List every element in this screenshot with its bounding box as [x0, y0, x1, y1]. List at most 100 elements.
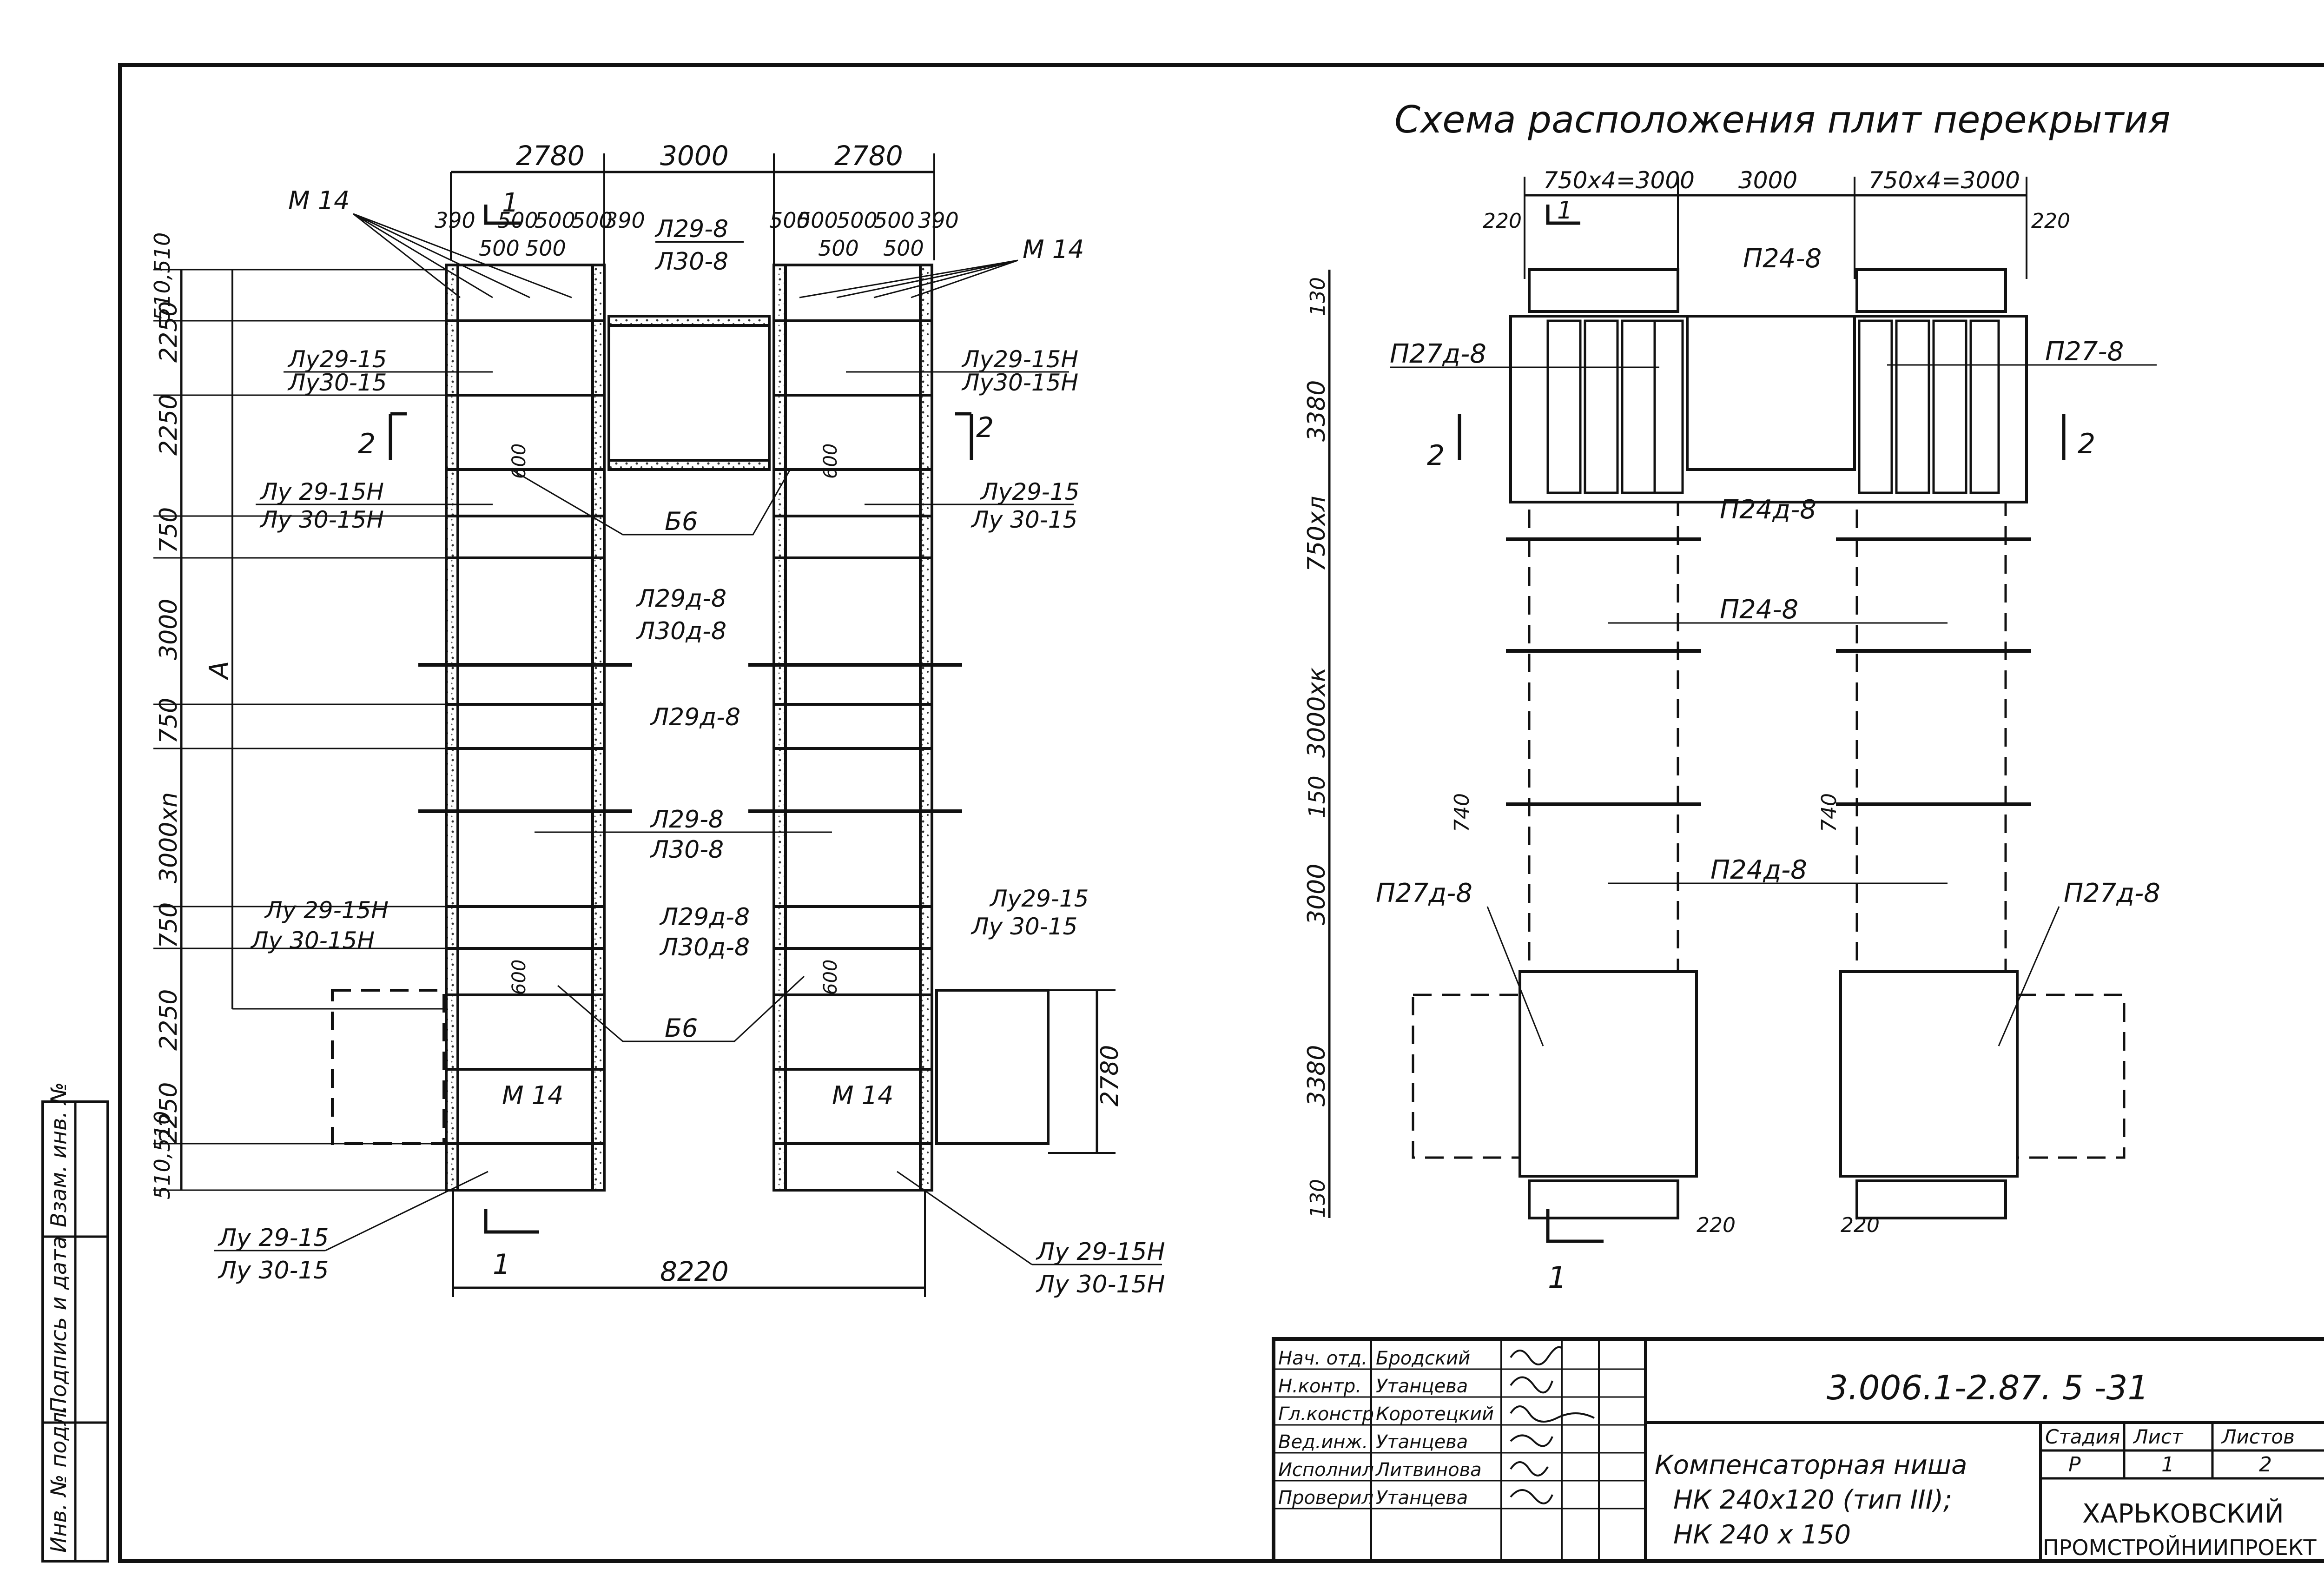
label-b6-bottom: Б6: [665, 1013, 698, 1043]
stamp-title-2: НК 240x120 (тип III);: [1673, 1485, 1952, 1515]
label-m14-left-bottom: M 14: [502, 1081, 563, 1110]
rp-dim-side-2: 3380: [1303, 380, 1331, 442]
rp-dim-top-2: 3000: [1738, 167, 1797, 194]
label-p29d8-2: Л29д-8: [650, 703, 740, 731]
left-dim-side-6: 750: [155, 698, 183, 744]
side-cell-replace: Взам. инв. №: [46, 1082, 71, 1227]
rp-label-p27d8-bl: П27д-8: [1376, 878, 1472, 908]
stamp-stage: Р: [2068, 1453, 2081, 1477]
stamp-role-6: Проверил: [1278, 1487, 1373, 1509]
side-cell-inv: Инв. № подл.: [46, 1405, 71, 1553]
side-cell-sign: Подпись и дата: [46, 1236, 71, 1413]
left-dim-top-2: 3000: [660, 140, 729, 172]
right-subdim-3: 500: [837, 208, 878, 233]
stamp-sheet-header: Лист: [2133, 1425, 2184, 1448]
stamp-name-2: Утанцева: [1376, 1376, 1468, 1397]
label-p298-mid: Л29-8: [650, 806, 724, 834]
right-subdim-in-2: 500: [883, 236, 924, 261]
rp-dim-220-bl: 220: [1697, 1213, 1736, 1237]
rp-dim-side-1: 130: [1306, 277, 1330, 316]
stamp-role-3: Гл.констр: [1278, 1404, 1374, 1425]
left-dim-side-right: 2780: [1096, 1045, 1124, 1106]
stamp-name-6: Утанцева: [1376, 1487, 1468, 1509]
left-dim-side-3: 2250: [155, 394, 183, 456]
label-p30d8-1: Л30д-8: [636, 617, 726, 645]
rp-dim-top-3: 750x4=3000: [1868, 167, 2020, 194]
right-plan: Схема расположения плит перекрытия 750x4…: [1303, 98, 2170, 1295]
rp-dim-top-1: 750x4=3000: [1543, 167, 1695, 194]
left-subdim-1: 390: [435, 208, 475, 233]
rp-label-p27d8-br: П27д-8: [2064, 878, 2160, 908]
stamp-role-5: Исполнил: [1278, 1459, 1374, 1481]
left-section-1-bottom: 1: [493, 1248, 510, 1281]
stamp-org-2: ПРОМСТРОЙНИИПРОЕКТ: [2043, 1535, 2317, 1560]
label-lu3015h-r4: Лу 30-15Н: [1036, 1271, 1165, 1298]
rp-section-1-top: 1: [1557, 197, 1572, 225]
rp-dim-740-l: 740: [1450, 793, 1474, 832]
label-b6-top: Б6: [665, 507, 698, 536]
label-p29d8-3: Л29д-8: [659, 903, 750, 931]
rp-dim-220-br: 220: [1841, 1213, 1880, 1237]
rp-label-p248-top: П24-8: [1743, 244, 1822, 274]
stamp-role-2: Н.контр.: [1278, 1376, 1361, 1397]
rp-label-p24d8-top: П24д-8: [1720, 495, 1816, 525]
label-lu3015-l1: Лу30-15: [287, 369, 387, 396]
right-subdim-4: 500: [874, 208, 915, 233]
rp-dim-side-5: 150: [1304, 775, 1330, 818]
left-section-2-right: 2: [976, 411, 994, 444]
label-600-3: 600: [508, 960, 530, 995]
left-dim-side-11: 510,510: [150, 1111, 175, 1199]
stamp-name-5: Литвинова: [1375, 1459, 1482, 1481]
sheet-frame: [118, 63, 2324, 1563]
stamp-name-3: Коротецкий: [1376, 1404, 1494, 1425]
label-lu2915-l1: Лу29-15: [287, 346, 387, 373]
rp-dim-side-4: 3000xк: [1303, 667, 1331, 758]
stamp-sheet: 1: [2161, 1453, 2174, 1477]
left-subdim-3: 500: [535, 208, 575, 233]
label-lu2915h-r4: Лу 29-15Н: [1036, 1238, 1165, 1266]
right-subdim-1: 500: [769, 208, 810, 233]
label-600-1: 600: [508, 444, 530, 479]
label-lu3015h-l3: Лу 30-15Н: [250, 927, 375, 954]
left-section-1-top: 1: [502, 188, 519, 218]
side-strip: Инв. № подл. Подпись и дата Взам. инв. №: [41, 1082, 109, 1563]
stamp-title-1: Компенсаторная ниша: [1655, 1450, 1967, 1480]
left-dim-side-10: 2250: [155, 1082, 183, 1144]
stamp-role-1: Нач. отд.: [1278, 1348, 1367, 1369]
left-subdim-2: 500: [497, 208, 538, 233]
right-subdim-in-1: 500: [818, 236, 859, 261]
left-subdim-in-1: 500: [479, 236, 520, 261]
rp-dim-side-3: 750xл: [1303, 496, 1331, 572]
rp-label-p24d8-mid: П24д-8: [1710, 855, 1807, 885]
label-p308-mid: Л30-8: [650, 836, 724, 864]
rp-dim-side-8: 130: [1306, 1179, 1330, 1218]
signatures: [1510, 1346, 1595, 1504]
label-lu2915h-l3: Лу 29-15Н: [264, 897, 389, 924]
stamp-name-1: Бродский: [1376, 1348, 1470, 1369]
left-subdim-5: 390: [604, 208, 645, 233]
left-dim-top-1: 2780: [516, 140, 585, 172]
rp-label-p248-mid: П24-8: [1720, 595, 1798, 625]
rp-dim-side-7: 3380: [1303, 1045, 1331, 1106]
rp-dim-side-6: 3000: [1303, 864, 1331, 925]
left-dim-side-4: 750: [155, 507, 183, 553]
rp-section-2-left: 2: [1427, 439, 1445, 472]
label-lu2915h-l2: Лу 29-15Н: [259, 478, 384, 505]
left-subdim-in-2: 500: [525, 236, 566, 261]
left-column-bands: [418, 319, 632, 1145]
label-p298-top: Л29-8: [654, 215, 728, 243]
right-column-bands: [748, 319, 962, 1145]
rp-label-p278: П27-8: [2045, 337, 2124, 367]
rp-section-1-bottom: 1: [1548, 1261, 1567, 1295]
stamp-stage-header: Стадия: [2045, 1425, 2120, 1448]
label-lu2915-r3: Лу29-15: [989, 885, 1089, 912]
label-lu2915-l4: Лу 29-15: [218, 1224, 329, 1252]
title-block: Нач. отд. Н.контр. Гл.констр Вед.инж. Ис…: [1272, 1337, 2324, 1563]
rp-section-2-right: 2: [2078, 428, 2095, 460]
label-lu3015h-r1: Лу30-15Н: [961, 369, 1078, 396]
left-dim-side-1: 510,510: [150, 232, 175, 321]
label-m14-right-bottom: M 14: [832, 1081, 893, 1110]
rp-label-p27d8-top: П27д-8: [1390, 339, 1486, 369]
label-600-2: 600: [820, 444, 841, 479]
